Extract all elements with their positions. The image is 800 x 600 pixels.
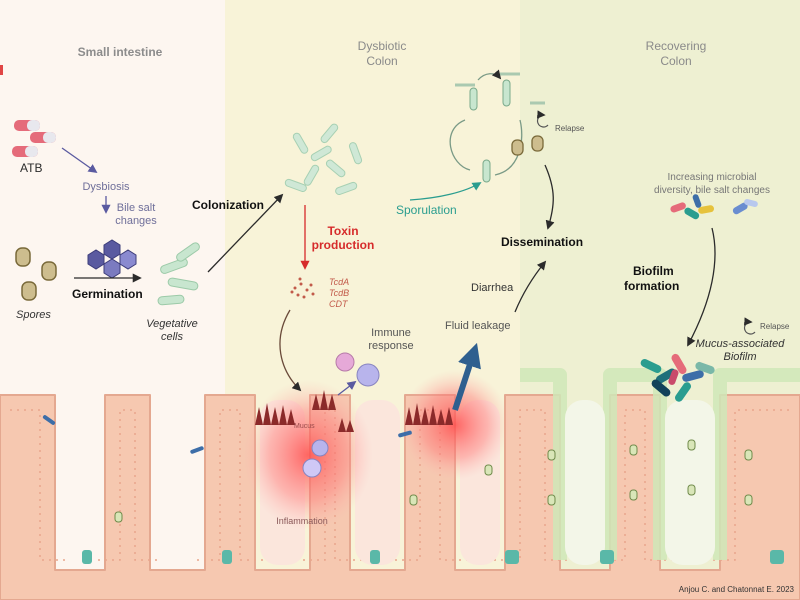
label-toxin-tcda: TcdA bbox=[329, 277, 350, 287]
inflammation-glow-1 bbox=[243, 380, 373, 530]
label-vegetative-cells-line1: Vegetative bbox=[146, 318, 198, 330]
villus-lumen-2 bbox=[155, 400, 200, 565]
label-mucus-biofilm-line2: Biofilm bbox=[723, 351, 757, 363]
spore-1 bbox=[15, 247, 31, 267]
label-spores: Spores bbox=[16, 309, 51, 321]
section-dysbiotic-colon-line1: Dysbiotic bbox=[357, 39, 407, 53]
label-germination: Germination bbox=[72, 287, 143, 301]
section-small-intestine: Small intestine bbox=[77, 45, 163, 59]
spore-3 bbox=[21, 281, 37, 301]
label-microbial-diversity-line2: diversity, bile salt changes bbox=[654, 185, 770, 196]
arrow-sporulation bbox=[409, 182, 482, 201]
label-inflammation: Inflammation bbox=[276, 516, 328, 526]
inflammation-glow-2 bbox=[400, 370, 510, 480]
label-relapse-bottom: Relapse bbox=[760, 322, 790, 331]
left-accent-bar bbox=[0, 65, 3, 75]
villus-lumen-6 bbox=[565, 400, 605, 565]
label-sporulation: Sporulation bbox=[396, 203, 457, 217]
label-vegetative-cells-line2: cells bbox=[160, 331, 184, 343]
label-dissemination: Dissemination bbox=[501, 235, 584, 249]
arrow-atb-dysbiosis bbox=[61, 147, 98, 174]
arrow-colonization bbox=[207, 193, 284, 273]
label-relapse-top: Relapse bbox=[555, 124, 585, 133]
label-bile-salt-line1: Bile salt bbox=[116, 202, 156, 214]
arrow-diarrhea-dissemination bbox=[514, 260, 547, 313]
immune-cells bbox=[302, 352, 380, 478]
label-atb: ATB bbox=[20, 161, 43, 175]
label-biofilm-formation-line1: Biofilm bbox=[633, 264, 674, 278]
label-mucus-biofilm-line1: Mucus-associated bbox=[695, 338, 785, 350]
relapse-spores bbox=[511, 135, 544, 156]
attached-bacteria bbox=[42, 415, 412, 454]
arrow-toxin-epithelium bbox=[279, 309, 302, 392]
bile-salt-molecules bbox=[87, 239, 137, 279]
relapse-bottom-curl bbox=[743, 317, 756, 335]
antibiotic-capsules bbox=[12, 120, 56, 157]
spore-2 bbox=[41, 261, 57, 281]
label-dysbiosis: Dysbiosis bbox=[82, 181, 130, 193]
mucus-biofilm-cluster bbox=[640, 353, 715, 402]
credit-text: Anjou C. and Chatonnat E. 2023 bbox=[678, 585, 794, 594]
label-immune-response-line1: Immune bbox=[371, 327, 411, 339]
label-diarrhea: Diarrhea bbox=[471, 282, 514, 294]
damaged-epithelium bbox=[255, 390, 453, 432]
label-mucus: Mucus bbox=[294, 423, 315, 430]
villus-lumen-7 bbox=[665, 400, 715, 565]
section-recovering-colon-line2: Colon bbox=[660, 54, 692, 68]
villus-lumen-1 bbox=[60, 400, 100, 565]
epithelial-spores bbox=[114, 439, 753, 523]
process-arrows bbox=[61, 147, 716, 396]
arrow-fluid-leakage bbox=[452, 342, 481, 411]
mucus-layer bbox=[520, 368, 800, 560]
label-colonization: Colonization bbox=[192, 198, 264, 212]
label-biofilm-formation-line2: formation bbox=[624, 279, 680, 293]
section-recovering-colon-line1: Recovering bbox=[645, 39, 707, 53]
diverse-microbes bbox=[670, 194, 758, 220]
label-toxin-production-line1: Toxin bbox=[327, 224, 359, 238]
arrow-relapse-dissemination bbox=[544, 164, 555, 230]
arrow-immune bbox=[337, 380, 357, 396]
section-dysbiotic-colon-line2: Colon bbox=[366, 54, 398, 68]
relapse-top-curl bbox=[536, 110, 549, 128]
colonizing-bacteria bbox=[284, 123, 363, 196]
arrow-diversity-biofilm bbox=[687, 227, 716, 347]
label-microbial-diversity-line1: Increasing microbial bbox=[667, 172, 757, 183]
label-bile-salt-line2: changes bbox=[115, 215, 157, 227]
spores-group bbox=[15, 247, 57, 301]
crypt-stem-cells bbox=[82, 550, 784, 564]
label-fluid-leakage: Fluid leakage bbox=[445, 320, 511, 332]
toxin-particles bbox=[290, 277, 315, 299]
label-toxin-cdt: CDT bbox=[329, 299, 348, 309]
label-toxin-tcdb: TcdB bbox=[329, 288, 350, 298]
label-immune-response-line2: response bbox=[368, 340, 414, 352]
vegetative-cells bbox=[157, 242, 200, 306]
label-toxin-production-line2: production bbox=[311, 238, 375, 252]
